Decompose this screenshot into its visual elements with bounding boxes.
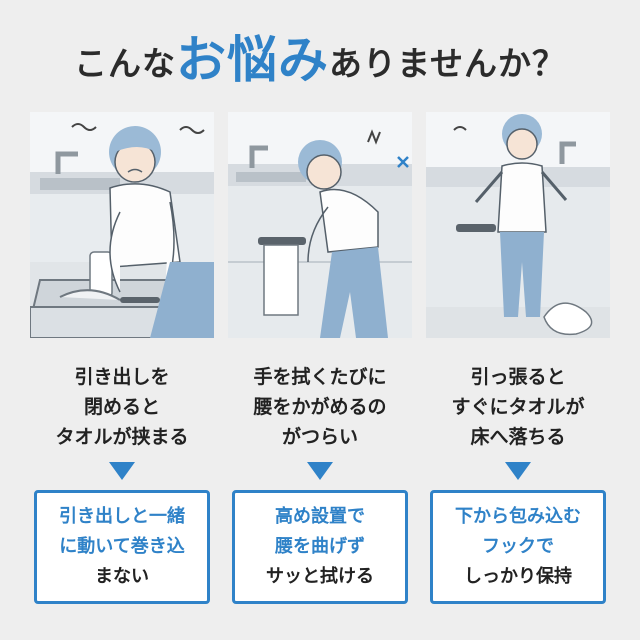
solution-box-3: 下から包み込む フックで しっかり保持 <box>430 490 606 604</box>
down-arrow-icon <box>505 462 531 480</box>
problem-caption-2: 手を拭くたびに 腰をかがめるの がつらい <box>253 366 387 448</box>
headline: こんなお悩みありませんか？ <box>0 30 640 94</box>
illustration-bending <box>228 112 412 338</box>
down-arrow-icon <box>307 462 333 480</box>
down-arrow-icon <box>109 462 135 480</box>
problem-caption-3: 引っ張ると すぐにタオルが 床へ落ちる <box>451 366 585 448</box>
solution-box-1: 引き出しと一緒 に動いて巻き込 まない <box>34 490 210 604</box>
solution-box-2: 高め設置で 腰を曲げず サッと拭ける <box>232 490 408 604</box>
illustration-towel-falls <box>426 112 610 338</box>
headline-accent: お悩み <box>175 31 329 89</box>
headline-after: ありませんか？ <box>328 44 566 83</box>
illustration-drawer-pinch <box>30 112 214 338</box>
problem-caption-1: 引き出しを 閉めると タオルが挟まる <box>55 366 189 448</box>
headline-before: こんな <box>73 44 176 83</box>
